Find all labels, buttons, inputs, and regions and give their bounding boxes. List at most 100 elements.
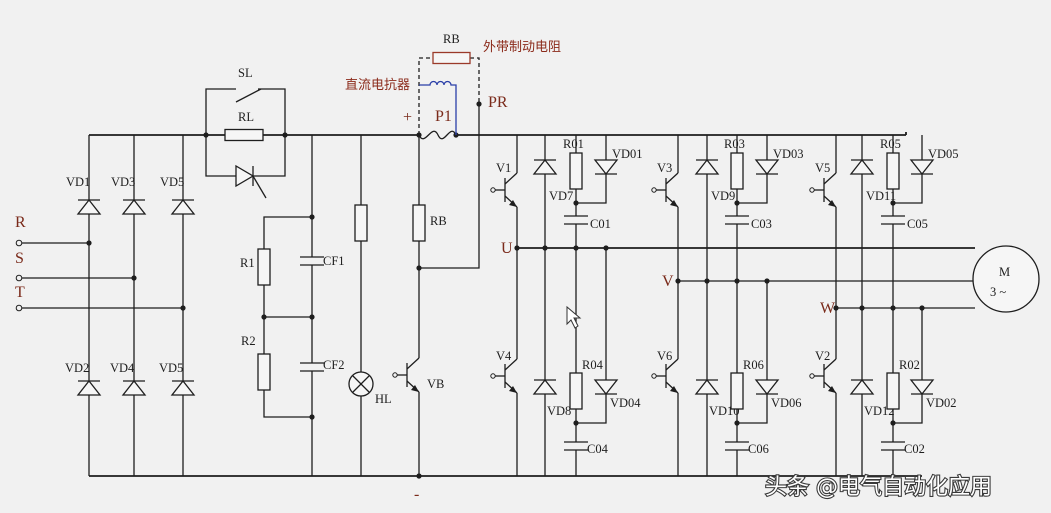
collector (504, 358, 518, 371)
upper-resistor-label: R05 (880, 137, 901, 151)
upper-freewheel-diode (532, 158, 558, 175)
lower-snubber-diode-wire (737, 281, 768, 424)
upper-snubber-resistor (569, 152, 583, 190)
upper-freewheel-diode (694, 158, 720, 175)
lower-snubber-resistor (730, 372, 744, 410)
base-terminal[interactable] (809, 373, 815, 379)
upper-transistor-label: V1 (496, 161, 511, 175)
input-terminal-r[interactable] (15, 239, 23, 247)
base-terminal[interactable] (809, 187, 815, 193)
diode-triangle (909, 379, 935, 396)
collector (823, 358, 837, 371)
rectifier-diode-upper (76, 198, 102, 215)
diode-triangle (170, 198, 196, 215)
input-label-r: R (15, 214, 26, 231)
emitter-arrow (411, 385, 419, 392)
upper-transistor (490, 135, 518, 248)
plus-label: + (403, 109, 412, 126)
upper-snubber-diode-wire (893, 135, 923, 204)
base-terminal[interactable] (490, 187, 496, 193)
rectifier-diode-upper (170, 198, 196, 215)
lower-snubber-diode (909, 379, 935, 396)
rectifier-diode-lower (121, 379, 147, 396)
rectifier-upper-label: VD5 (160, 175, 184, 189)
junction-dot (261, 314, 267, 320)
watermark-text: 头条 @电气自动化应用 (765, 475, 992, 500)
lower-transistor (809, 308, 837, 476)
upper-diode-label: VD7 (549, 189, 573, 203)
capacitor-gap (725, 216, 749, 224)
upper-snubber-diode-label: VD05 (928, 147, 959, 161)
rl-label: RL (238, 110, 254, 124)
collector (406, 357, 420, 370)
lower-transistor (651, 281, 679, 476)
phase-label-W: W (820, 300, 836, 317)
diode-triangle (121, 379, 147, 396)
r1-resistor (257, 248, 271, 286)
junction-dot (309, 414, 315, 420)
dc-link-jumper (418, 130, 457, 140)
rectifier-lower-label: VD4 (110, 361, 135, 375)
emitter-arrow (509, 200, 517, 207)
junction-dot (476, 101, 482, 107)
thyristor-gate (252, 175, 267, 199)
lower-transistor-label: V2 (815, 349, 830, 363)
rectifier-diode-lower (76, 379, 102, 396)
phase-label-V: V (662, 273, 674, 290)
lower-transistor-label: V4 (496, 349, 512, 363)
upper-diode-label: VD9 (711, 189, 735, 203)
upper-snubber-resistor (730, 152, 744, 190)
diode-triangle (694, 158, 720, 175)
upper-transistor-label: V5 (815, 161, 830, 175)
emitter-arrow (509, 386, 517, 393)
junction-dot (282, 132, 288, 138)
rectifier-lower-label: VD5 (159, 361, 183, 375)
external-brake-wire (470, 57, 480, 104)
capacitor-gap (881, 216, 905, 224)
collector (504, 172, 518, 185)
motor-symbol (972, 245, 1040, 313)
external-brake-wire (418, 57, 433, 135)
lower-snubber-resistor (886, 372, 900, 410)
base-terminal[interactable] (651, 187, 657, 193)
capacitor-gap (725, 442, 749, 450)
external-rb-label: RB (443, 32, 460, 46)
base-terminal[interactable] (651, 373, 657, 379)
cf2-capacitor (300, 362, 324, 372)
diode-triangle (76, 198, 102, 215)
collector (665, 172, 679, 185)
upper-resistor-label: R03 (724, 137, 745, 151)
r2-label: R2 (241, 334, 256, 348)
lower-transistor-label: V6 (657, 349, 672, 363)
upper-snubber-capacitor (725, 215, 749, 225)
vb-label: VB (427, 377, 444, 391)
base-terminal[interactable] (392, 372, 398, 378)
diode-triangle (532, 378, 558, 395)
lower-snubber-diode-label: VD06 (771, 396, 802, 410)
upper-freewheel-diode (849, 158, 875, 175)
sl-switch-contact (235, 88, 262, 103)
lower-capacitor-label: C04 (587, 442, 609, 456)
lower-diode-label: VD8 (547, 404, 571, 418)
diode-triangle (170, 379, 196, 396)
upper-snubber-diode (754, 159, 780, 176)
cf1-label: CF1 (323, 254, 345, 268)
rectifier-diode-lower (170, 379, 196, 396)
base-terminal[interactable] (490, 373, 496, 379)
external-rb-resistor (432, 51, 471, 65)
input-terminal-s[interactable] (15, 274, 23, 282)
lower-snubber-diode-label: VD04 (610, 396, 641, 410)
upper-snubber-diode-label: VD01 (612, 147, 643, 161)
capacitor-gap (564, 216, 588, 224)
upper-snubber-diode-wire (576, 135, 607, 204)
vb-transistor (392, 357, 420, 476)
diode-triangle (909, 159, 935, 176)
input-terminal-t[interactable] (15, 304, 23, 312)
upper-snubber-diode-wire (737, 135, 768, 204)
emitter-arrow (670, 386, 678, 393)
upper-snubber-resistor (886, 152, 900, 190)
p1-label: P1 (435, 108, 452, 125)
upper-capacitor-label: C03 (751, 217, 772, 231)
hl-label: HL (375, 392, 392, 406)
